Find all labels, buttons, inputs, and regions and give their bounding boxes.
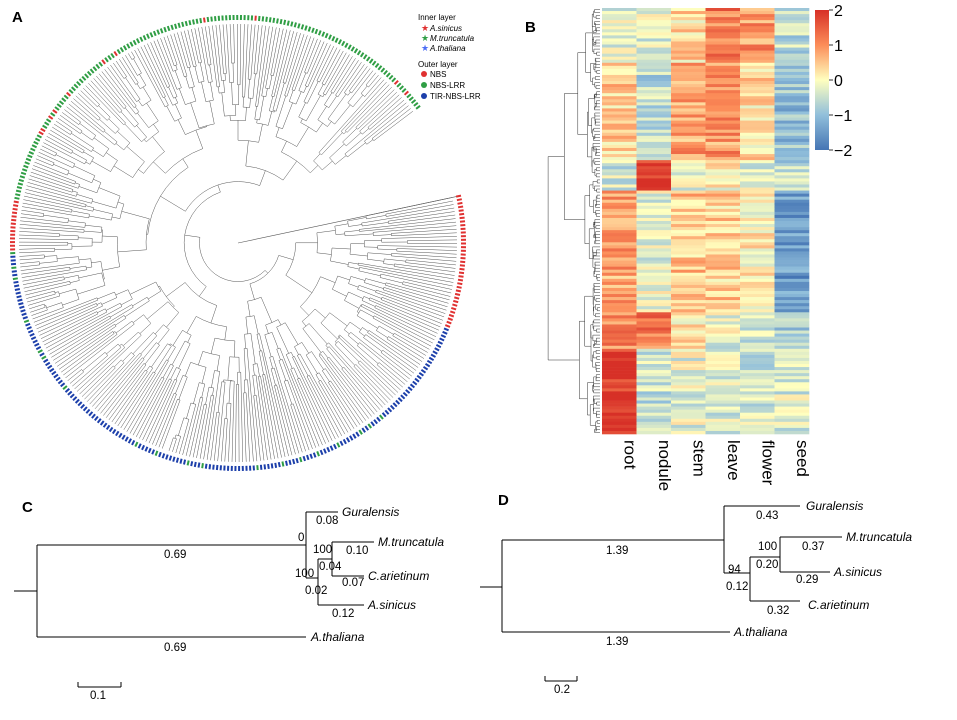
tissue-label: seed xyxy=(793,440,812,477)
colorbar-tick-label: 2 xyxy=(834,3,843,20)
colorbar xyxy=(815,10,829,150)
tree-c-branch-inner-node: 0.04 xyxy=(319,561,342,573)
panel-label-d: D xyxy=(498,492,509,509)
tissue-label: stem xyxy=(689,440,708,477)
tree-d-branch-root-bottom: 1.39 xyxy=(606,636,628,648)
legend-star-icon: ★ xyxy=(421,43,429,53)
legend-outer-title: Outer layer xyxy=(418,60,458,69)
tree-d-taxon-mtruncatula: M.truncatula xyxy=(846,530,912,544)
tree-c-branch-asinicus: 0.12 xyxy=(332,608,354,620)
legend-inner-item: A.thaliana xyxy=(429,44,466,53)
colorbar-tick-label: 1 xyxy=(834,38,843,55)
legend-dot-icon xyxy=(421,82,427,88)
tree-c-scale-label: 0.1 xyxy=(90,690,106,702)
tree-c-branch-carietinum: 0.07 xyxy=(342,577,364,589)
tree-c-support-mt-ca: 100 xyxy=(313,544,332,556)
tree-d-labels: Guralensis M.truncatula A.sinicus C.arie… xyxy=(554,499,912,696)
tree-d-branch-root-top: 1.39 xyxy=(606,545,628,557)
tree-legend: Inner layer Outer layer ★A.sinicus★M.tru… xyxy=(418,13,481,101)
tree-d-branch-asinicus: 0.29 xyxy=(796,574,818,586)
tissue-labels: root nodule stem leave flower seed xyxy=(620,440,812,491)
legend-dot-icon xyxy=(421,71,427,77)
tissue-label: nodule xyxy=(655,440,674,491)
colorbar-tick-label: 0 xyxy=(834,73,843,90)
tree-d-taxon-carietinum: C.arietinum xyxy=(808,598,869,612)
tree-d-taxon-athaliana: A.thaliana xyxy=(733,625,788,639)
tree-d-support-outer: 94 xyxy=(728,564,741,576)
legend-star-icon: ★ xyxy=(421,23,429,33)
tree-c-support-outer: 100 xyxy=(295,568,314,580)
legend-outer-item: NBS xyxy=(430,70,446,79)
colorbar-tick-label: −2 xyxy=(834,143,852,160)
tree-d-branch-carietinum: 0.32 xyxy=(767,605,789,617)
legend-inner-item: M.truncatula xyxy=(430,34,475,43)
tree-c-taxon-mtruncatula: M.truncatula xyxy=(378,535,444,549)
tree-c-taxon-guralensis: Guralensis xyxy=(342,505,399,519)
tissue-label: flower xyxy=(758,440,777,486)
tree-c-taxon-asinicus: A.sinicus xyxy=(367,598,416,612)
tree-d-branch-outer-node: 0.12 xyxy=(726,581,748,593)
legend-dot-icon xyxy=(421,93,427,99)
tree-c-labels: Guralensis M.truncatula C.arietinum A.si… xyxy=(90,505,444,702)
tree-c-branch-node-zero: 0 xyxy=(298,532,304,544)
tree-d-branch-inner-node: 0.20 xyxy=(756,559,778,571)
tree-d-scale-label: 0.2 xyxy=(554,684,570,696)
panel-label-b: B xyxy=(525,19,536,36)
tree-d xyxy=(480,505,842,682)
tree-c-taxon-athaliana: A.thaliana xyxy=(310,630,365,644)
panel-label-a: A xyxy=(12,9,23,26)
expression-heatmap xyxy=(602,8,810,435)
tissue-label: root xyxy=(620,440,639,470)
legend-star-icon: ★ xyxy=(421,33,429,43)
tree-d-branch-guralensis: 0.43 xyxy=(756,510,778,522)
colorbar-ticks: 2 1 0 −1 −2 xyxy=(829,3,852,160)
legend-outer-item: NBS-LRR xyxy=(430,81,465,90)
panel-label-c: C xyxy=(22,499,33,516)
tree-c-branch-mtruncatula: 0.10 xyxy=(346,545,368,557)
tree-c xyxy=(14,511,374,688)
tree-d-branch-mtruncatula: 0.37 xyxy=(802,541,824,553)
tree-d-support-mt-as: 100 xyxy=(758,541,777,553)
tree-d-taxon-asinicus: A.sinicus xyxy=(833,565,882,579)
tree-d-taxon-guralensis: Guralensis xyxy=(806,499,863,513)
tree-c-branch-root-bottom: 0.69 xyxy=(164,642,186,654)
tree-c-branch-guralensis: 0.08 xyxy=(316,515,338,527)
tissue-label: leave xyxy=(724,440,743,481)
tree-c-taxon-carietinum: C.arietinum xyxy=(368,569,429,583)
tree-c-branch-outer-node: 0.02 xyxy=(305,585,327,597)
circular-phylogenetic-tree xyxy=(9,14,467,472)
colorbar-tick-label: −1 xyxy=(834,108,852,125)
legend-outer-item: TIR-NBS-LRR xyxy=(430,92,481,101)
legend-inner-item: A.sinicus xyxy=(429,24,462,33)
heatmap-dendrogram xyxy=(547,9,600,433)
tree-c-branch-root-top: 0.69 xyxy=(164,549,186,561)
legend-inner-title: Inner layer xyxy=(418,13,456,22)
